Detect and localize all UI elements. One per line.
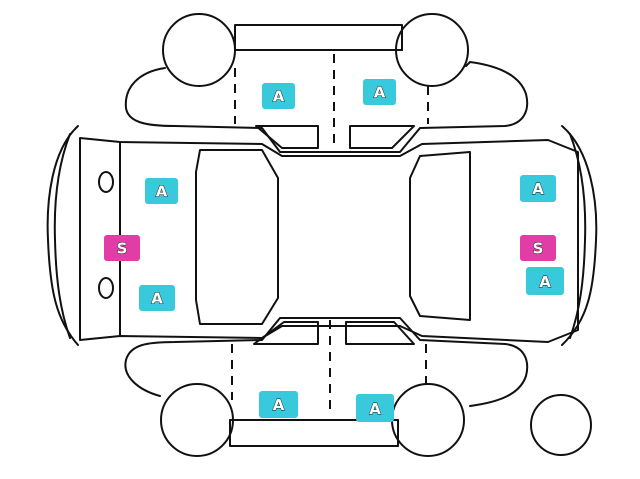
badge-background [526, 267, 564, 295]
right-front-wheel [162, 13, 236, 87]
badge-background [139, 285, 175, 311]
top-view [46, 125, 598, 346]
damage-badge-roof-right-front[interactable]: A [363, 79, 396, 105]
right-front-window [255, 125, 319, 149]
rear-bumper-outer [561, 125, 598, 346]
rear-window [409, 151, 471, 321]
badge-background [262, 83, 295, 109]
badge-label: A [532, 180, 544, 198]
windshield [195, 149, 279, 325]
car-body-top-outline [79, 137, 579, 343]
left-side-view [124, 317, 529, 457]
badge-label: A [151, 290, 163, 308]
right-rear-wheel [395, 13, 469, 87]
badge-label: A [156, 183, 168, 201]
badge-background [145, 178, 178, 204]
badge-label: A [273, 88, 285, 106]
damage-badge-left-side-rear[interactable]: A [356, 394, 394, 422]
badge-label: A [539, 273, 551, 291]
badge-background [259, 391, 298, 418]
right-headlight [98, 277, 114, 299]
right-side-body-outline [124, 61, 529, 153]
badge-label: A [273, 396, 285, 414]
left-front-window [253, 321, 319, 345]
spare-tire [530, 394, 592, 456]
left-rear-wheel [391, 383, 465, 457]
badge-label: A [369, 400, 381, 418]
badge-background [520, 175, 556, 202]
badge-label: S [117, 240, 128, 258]
rear-bumper-inner [569, 133, 587, 339]
damage-badge-hood-bottom[interactable]: A [139, 285, 175, 311]
badge-background [520, 235, 556, 261]
damage-badge-rear-quarter[interactable]: A [526, 267, 564, 295]
badge-label: S [533, 240, 544, 258]
left-headlight [98, 171, 114, 193]
damage-badge-trunk-top[interactable]: A [520, 175, 556, 202]
damage-badge-hood-top[interactable]: A [145, 178, 178, 204]
right-rear-window [349, 125, 415, 149]
damage-badge-roof-left-front[interactable]: A [262, 83, 295, 109]
damage-badge-rear-bumper[interactable]: S [520, 235, 556, 261]
right-side-view [124, 13, 529, 153]
left-rear-window [345, 321, 415, 345]
right-side-roof-strip [234, 24, 403, 51]
damage-badge-left-side-front[interactable]: A [259, 391, 298, 418]
badge-background [356, 394, 394, 422]
left-side-roof-strip [229, 419, 399, 447]
front-bumper-outer [46, 125, 79, 346]
front-bumper-inner [53, 133, 71, 339]
badge-label: A [374, 84, 386, 102]
left-side-body-outline [124, 317, 529, 407]
badge-background [363, 79, 396, 105]
badge-background [104, 235, 140, 261]
left-front-wheel [160, 383, 234, 457]
damage-badge-front-bumper[interactable]: S [104, 235, 140, 261]
